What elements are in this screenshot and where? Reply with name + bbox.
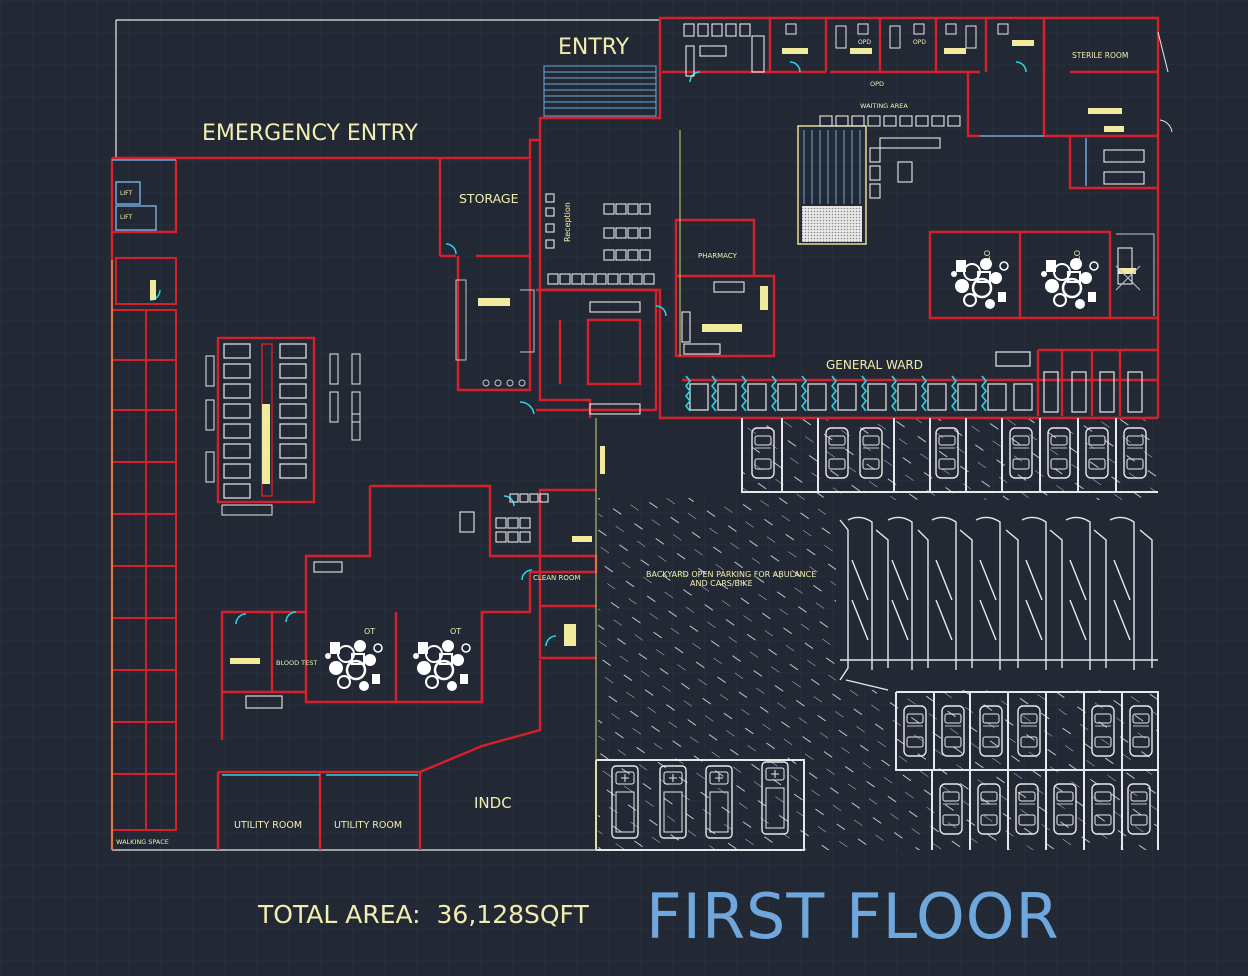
general-ward-beds [684,351,1143,413]
label-utility-room-1: UTILITY ROOM [234,820,302,831]
label-pharmacy: PHARMACY [698,252,738,260]
misc-details [111,31,1173,850]
label-utility-room-2: UTILITY ROOM [334,820,402,831]
label-parking-line1: BACKYARD OPEN PARKING FOR ABULANCE [646,570,816,579]
room-labels: ENTRY EMERGENCY ENTRY STORAGE Reception … [116,35,1128,846]
label-walking-space: WALKING SPACE [116,838,169,846]
label-blood-test: BLOOD TEST [276,659,317,667]
label-waiting-area: WAITING AREA [860,102,908,110]
label-indc: INDC [474,794,512,812]
bike-bays [836,500,1158,691]
toilet-cubicles [112,257,177,831]
label-lift-2: LIFT [120,214,132,221]
total-area-label: TOTAL AREA: [258,900,421,929]
label-ot-1: OT [982,250,991,261]
label-opd: OPD [870,80,884,88]
total-area: TOTAL AREA: 36,128SQFT [258,900,589,929]
label-emergency-entry: EMERGENCY ENTRY [202,121,419,146]
label-ot-4: OT [450,627,461,636]
ward-block-left [205,336,361,516]
seating [245,23,1145,709]
entry-stairs [543,65,657,117]
opd-rooms [785,23,1009,49]
lifts [115,181,157,231]
label-sterile-room: STERILE ROOM [1072,51,1128,60]
doors [112,61,1087,776]
label-general-ward: GENERAL WARD [826,358,923,372]
label-opd-room-2: OPD [913,39,926,46]
label-parking-line2: AND CARS/BIKE [690,579,753,588]
label-clean-room: CLEAN ROOM [533,574,580,582]
label-ot-3: OT [364,627,375,636]
label-lift-1: LIFT [120,190,132,197]
furniture-desks [150,40,1136,664]
drawing-title: FIRST FLOOR [646,880,1060,953]
label-ot-2: OT [1072,250,1081,261]
label-entry: ENTRY [558,35,630,60]
total-area-value: 36,128SQFT [436,900,589,929]
label-reception: Reception [563,202,572,242]
label-opd-room-1: OPD [858,39,871,46]
label-storage: STORAGE [459,191,519,206]
